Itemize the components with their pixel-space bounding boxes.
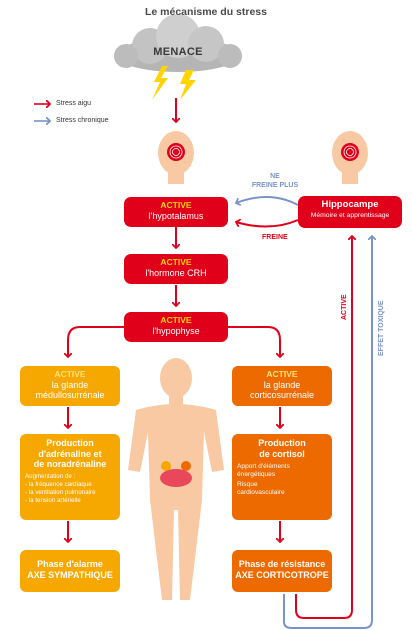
adrenaline-item: - la fréquence cardiaque (25, 480, 92, 488)
adrenaline-line1: Production (46, 438, 94, 448)
threat-cloud-icon (114, 14, 242, 72)
hypothalamus-box: ACTIVE l'hypotalamus (124, 197, 228, 227)
medullo-line2: médullosurrénale (35, 390, 105, 400)
adrenaline-item: - la ventilation pulmonaire (25, 488, 96, 496)
cortisol-line1: Production (258, 438, 306, 448)
cortisol-box: Production de cortisol Apport d'éléments… (232, 434, 332, 520)
freine-plus-text: FREINE PLUS (251, 182, 299, 189)
hippocampe-sub: Mémoire et apprentissage (310, 212, 390, 219)
active-label: ACTIVE (160, 257, 192, 267)
cortisol-item: cardiovasculaire (237, 489, 285, 496)
head-icon (332, 131, 368, 184)
legend-chronic: Stress chronique (56, 117, 109, 124)
threat-label: MENACE (153, 46, 203, 58)
cortisol-item: Risque (237, 481, 258, 488)
active-label: ACTIVE (266, 369, 298, 379)
cortico-line2: corticosurrénale (249, 390, 315, 400)
cortisol-line2: de cortisol (259, 448, 305, 459)
adrenaline-item: - la tension artérielle (25, 496, 81, 504)
crh-label: l'hormone CRH (145, 268, 207, 278)
adrenaline-line2: d'adrénaline et (38, 448, 102, 459)
active-label: ACTIVE (160, 315, 192, 325)
lightning-icon (180, 70, 196, 100)
medullosurrenale-box: ACTIVE la glande médullosurrénale (20, 366, 120, 406)
crh-box: ACTIVE l'hormone CRH (124, 254, 228, 284)
human-body-icon (128, 358, 224, 600)
alarme-line2: AXE SYMPATHIQUE (27, 569, 113, 580)
ne-freine-plus-label: NE FREINE PLUS (250, 172, 300, 190)
hippocampe-box: Hippocampe Mémoire et apprentissage (298, 196, 402, 228)
alarme-box: Phase d'alarme AXE SYMPATHIQUE (20, 550, 120, 592)
cortisol-item: énergétiques (237, 471, 276, 478)
hypophyse-label: l'hypophyse (152, 326, 200, 336)
resistance-line2: AXE CORTICOTROPE (235, 569, 329, 580)
adrenaline-aug: Augmentation de : (25, 472, 76, 480)
active-label: ACTIVE (54, 369, 86, 379)
ne-text: NE (270, 173, 280, 180)
resistance-box: Phase de résistance AXE CORTICOTROPE (232, 550, 332, 592)
hippocampe-label: Hippocampe (321, 199, 379, 210)
adrenaline-box: Production d'adrénaline et de noradrénal… (20, 434, 120, 520)
legend-acute: Stress aigu (56, 100, 92, 107)
medullo-line1: la glande (51, 379, 89, 390)
alarme-line1: Phase d'alarme (37, 559, 103, 569)
effet-toxique-label: EFFET TOXIQUE (378, 300, 385, 357)
cortisol-item: Apport d'éléments (237, 463, 290, 470)
cortico-line1: la glande (263, 379, 301, 390)
active-label: ACTIVE (160, 200, 192, 210)
freine-label: FREINE (262, 234, 288, 241)
diagram-title: Le mécanisme du stress (145, 6, 267, 18)
resistance-line1: Phase de résistance (238, 559, 326, 569)
hypophyse-box: ACTIVE l'hypophyse (124, 312, 228, 342)
head-icon (158, 131, 194, 184)
adrenaline-line3: de noradrénaline (33, 459, 107, 469)
corticosurrenale-box: ACTIVE la glande corticosurrénale (232, 366, 332, 406)
active-vertical-label: ACTIVE (341, 294, 348, 320)
hypothalamus-label: l'hypotalamus (148, 211, 204, 221)
lightning-icon (152, 66, 168, 100)
